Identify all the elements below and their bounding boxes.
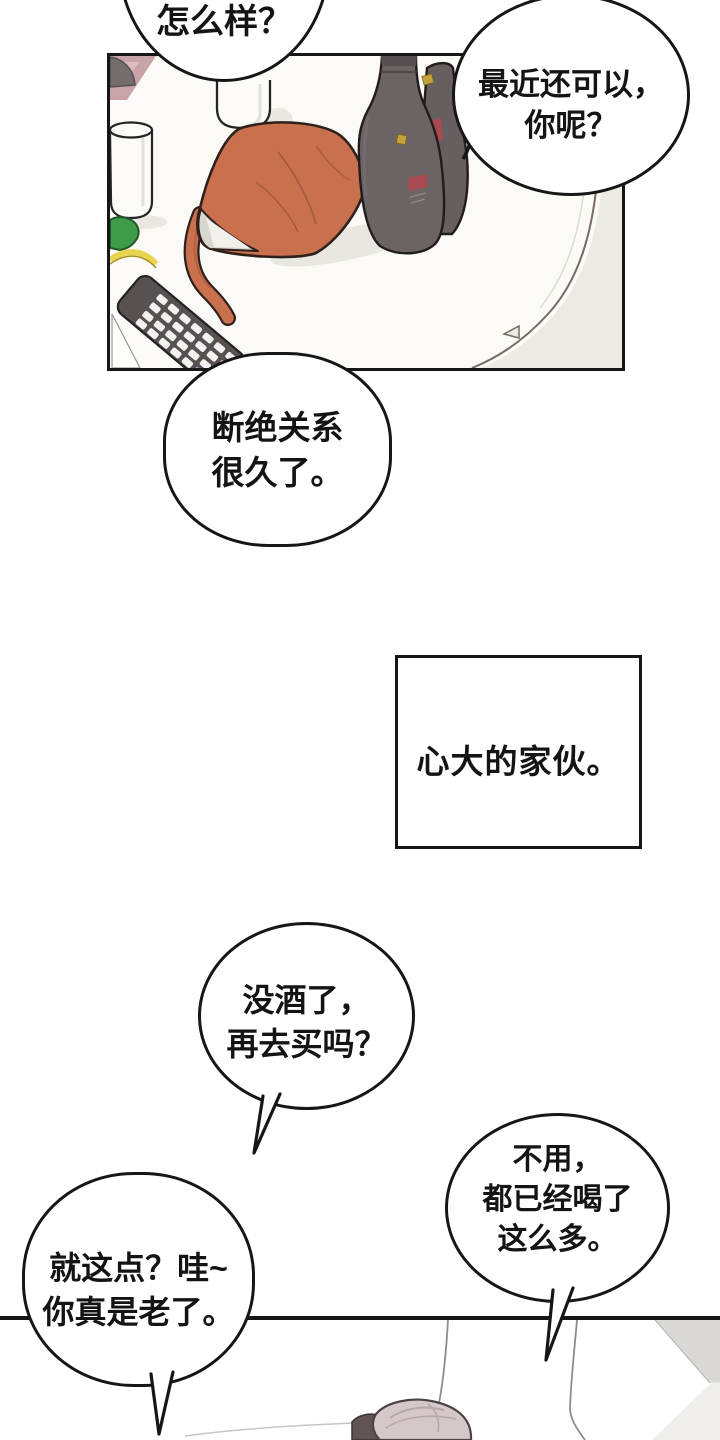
speech-tail xyxy=(149,1370,175,1436)
speech-line: 就这点？哇~ xyxy=(49,1250,228,1286)
speech-line: 最近还可以， xyxy=(478,67,664,102)
orange-pouch xyxy=(183,121,367,326)
table-line xyxy=(184,1422,356,1437)
panel-divider-line xyxy=(0,1316,720,1320)
speech-line: 没酒了， xyxy=(242,982,371,1018)
speech-line: 你真是老了。 xyxy=(42,1294,235,1330)
speech-bubble-doing-fine: 最近还可以， 你呢？ xyxy=(452,0,690,196)
speech-line: 不用， xyxy=(512,1143,603,1176)
paper-sheet xyxy=(111,313,141,368)
speech-line: 怎么样？ xyxy=(156,3,292,41)
speech-line: 再去买吗？ xyxy=(226,1026,387,1062)
table-corner-dish xyxy=(110,56,156,100)
narration-text: 心大的家伙。 xyxy=(416,743,621,780)
panel-couch-illustration xyxy=(184,1319,720,1440)
speech-bubble-no-more-wine: 没酒了， 再去买吗？ xyxy=(198,922,415,1110)
panel-table-illustration xyxy=(110,56,622,368)
speech-line: 这么多。 xyxy=(497,1223,618,1256)
snack-bag xyxy=(110,216,159,269)
speech-bubble-no-need: 不用， 都已经喝了 这么多。 xyxy=(445,1113,670,1303)
speech-tail xyxy=(544,1286,575,1362)
speech-line: 你呢？ xyxy=(524,108,618,143)
speech-line: 都已经喝了 xyxy=(482,1183,633,1216)
speech-bubble-cut-ties: 断绝关系 很久了。 xyxy=(163,352,392,547)
speech-line: 很久了。 xyxy=(211,453,344,491)
table-edge xyxy=(471,181,598,368)
character-hair xyxy=(371,1398,473,1440)
bottle-label xyxy=(408,174,428,191)
speech-line: 断绝关系 xyxy=(211,408,344,446)
wall-shadow xyxy=(652,1319,720,1440)
narration-box: 心大的家伙。 xyxy=(395,655,642,849)
speech-tail xyxy=(252,1092,282,1155)
panel-couch-scene xyxy=(0,1319,720,1440)
floor xyxy=(471,181,622,368)
speech-bubble-you-got-old: 就这点？哇~ 你真是老了。 xyxy=(22,1172,255,1387)
